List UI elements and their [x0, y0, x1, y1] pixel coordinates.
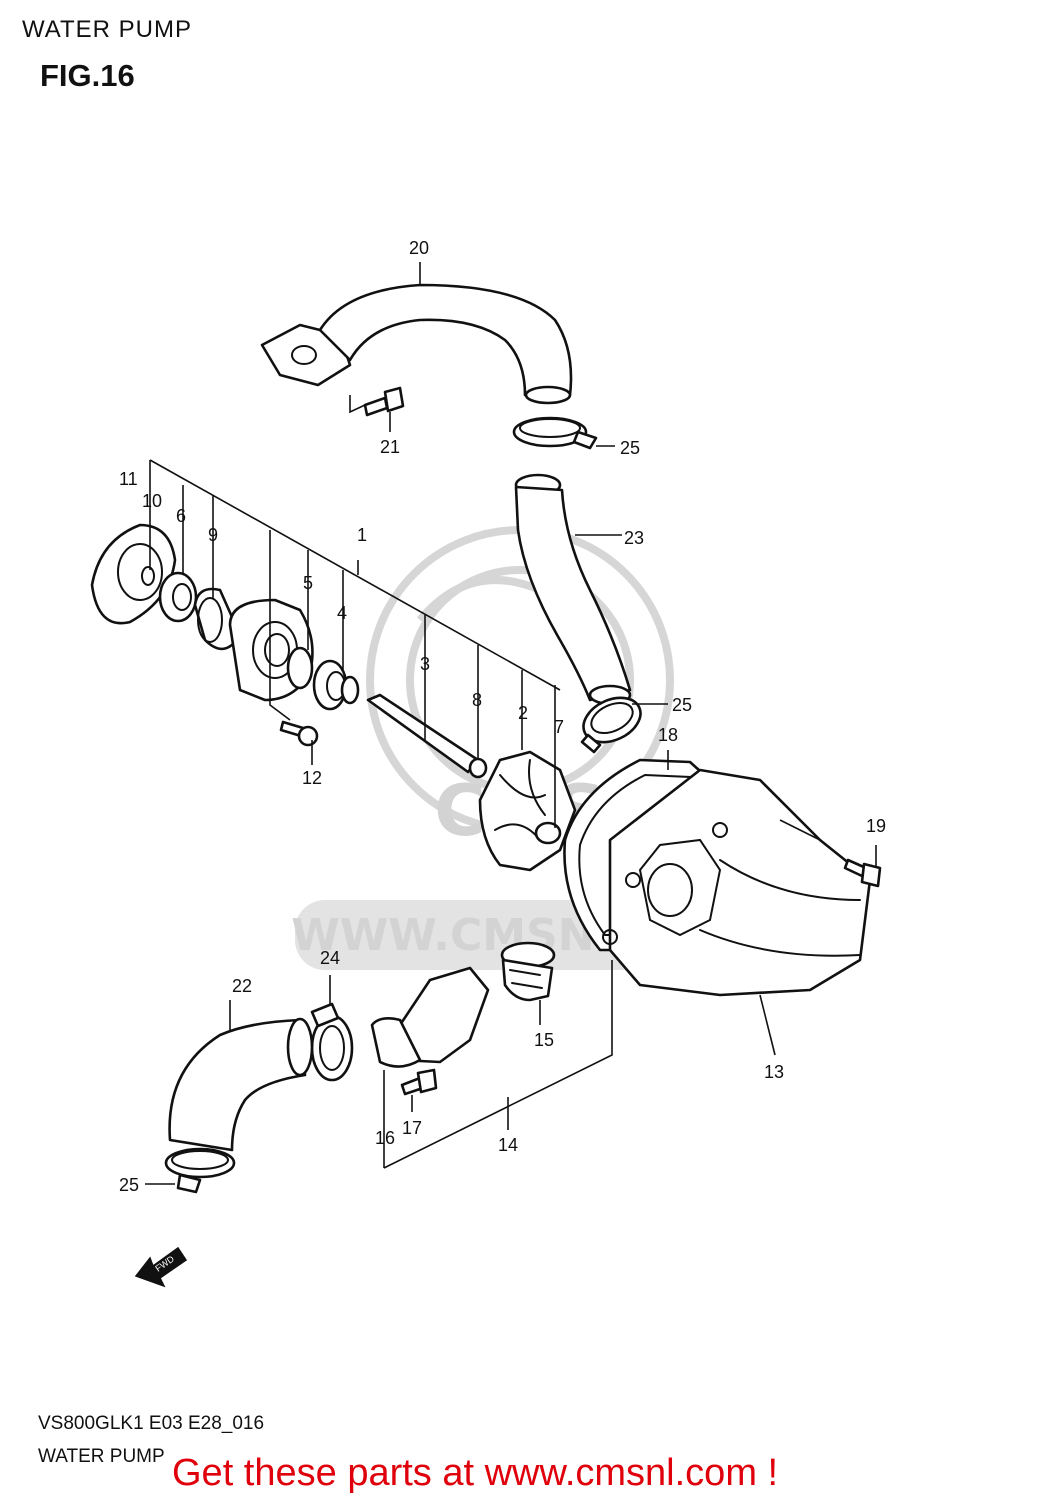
callout-13: 13	[764, 1062, 784, 1082]
callout-10: 10	[142, 491, 162, 511]
part-25-clamp-bottom	[164, 1147, 236, 1194]
part-11-cover-plate	[90, 523, 177, 625]
callout-11: 11	[119, 469, 138, 489]
callout-6: 6	[176, 506, 186, 526]
callout-21: 21	[380, 437, 400, 457]
part-25-clamp-middle	[580, 696, 642, 754]
figure-number: FIG.16	[40, 58, 135, 93]
callout-2: 2	[518, 703, 528, 723]
callout-25-top: 25	[620, 438, 640, 458]
part-8-washer	[468, 757, 488, 779]
part-2-impeller	[478, 750, 577, 872]
part-15-thermostat	[500, 941, 556, 1002]
model-code: VS800GLK1 E03 E28_016	[38, 1413, 265, 1434]
callout-1: 1	[357, 525, 367, 545]
part-10-circlip	[141, 566, 155, 586]
callout-7: 7	[554, 717, 564, 737]
part-5-o-ring	[286, 646, 314, 690]
callout-19: 19	[866, 816, 886, 836]
callout-12: 12	[302, 768, 322, 788]
callout-23: 23	[624, 528, 644, 548]
part-3-shaft	[366, 693, 480, 774]
callout-5: 5	[303, 573, 313, 593]
forward-arrow-icon: FWD	[134, 1246, 188, 1288]
part-21-bolt	[363, 386, 405, 417]
part-4-mechanical-seal	[312, 659, 360, 711]
callout-14: 14	[498, 1135, 518, 1155]
callout-16: 16	[375, 1128, 395, 1148]
callout-24: 24	[320, 948, 340, 968]
part-25-clamp-top	[512, 416, 598, 450]
part-6-bearing	[158, 571, 198, 623]
callout-17: 17	[402, 1118, 422, 1138]
callout-9: 9	[208, 525, 218, 545]
part-17-bolt	[400, 1068, 438, 1096]
callout-22: 22	[232, 976, 252, 996]
promo-link-text[interactable]: Get these parts at www.cmsnl.com !	[172, 1452, 779, 1494]
part-22-lower-hose	[168, 1017, 314, 1152]
leader-lines	[145, 262, 877, 1185]
part-20-upper-pipe	[260, 283, 573, 405]
part-12-screw	[279, 720, 319, 747]
section-name: WATER PUMP	[38, 1446, 165, 1467]
callout-8: 8	[472, 690, 482, 710]
callout-25-middle: 25	[672, 695, 692, 715]
part-24-clamp	[310, 1002, 354, 1082]
callout-3: 3	[420, 654, 430, 674]
part-16-thermostat-cover	[370, 966, 490, 1068]
part-13-cover	[602, 768, 872, 997]
part-19-bolt	[843, 858, 882, 888]
callout-20: 20	[409, 238, 429, 258]
callout-25-bottom: 25	[119, 1175, 139, 1195]
callout-4: 4	[337, 603, 347, 623]
callout-15: 15	[534, 1030, 554, 1050]
page-title: WATER PUMP	[22, 16, 192, 43]
callout-18: 18	[658, 725, 678, 745]
callout-labels: 1 2 3 4 5 6 7 8 9 10 11 12 13 14 15 16 1…	[119, 238, 886, 1195]
